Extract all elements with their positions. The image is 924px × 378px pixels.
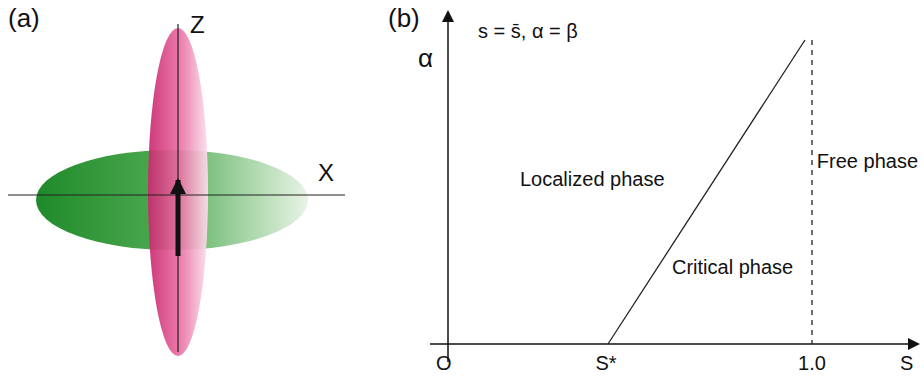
axis-label: S: [900, 352, 913, 374]
spin-arrow: [176, 180, 181, 256]
s-axis: [430, 343, 918, 345]
phase-diagram: [430, 12, 918, 362]
axis-label: Z: [190, 12, 205, 38]
phase-label: Free phase: [817, 150, 918, 172]
tick-label: O: [436, 352, 452, 374]
alpha-axis: [447, 12, 449, 362]
orbital-figure: [8, 24, 345, 356]
tick-label: 1.0: [798, 352, 826, 374]
phase-boundary: [608, 40, 805, 344]
panel-label: (a): [8, 4, 40, 33]
phase-label: Localized phase: [520, 168, 665, 190]
axis-label: X: [318, 160, 334, 186]
free-boundary: [811, 40, 812, 344]
condition-label: s = s̄, α = β: [478, 20, 578, 42]
phase-label: Critical phase: [672, 256, 793, 278]
panel-label: (b): [388, 4, 420, 33]
axis-label: α: [418, 44, 433, 73]
z-axis: [177, 24, 178, 352]
tick-label: S*: [595, 352, 616, 374]
